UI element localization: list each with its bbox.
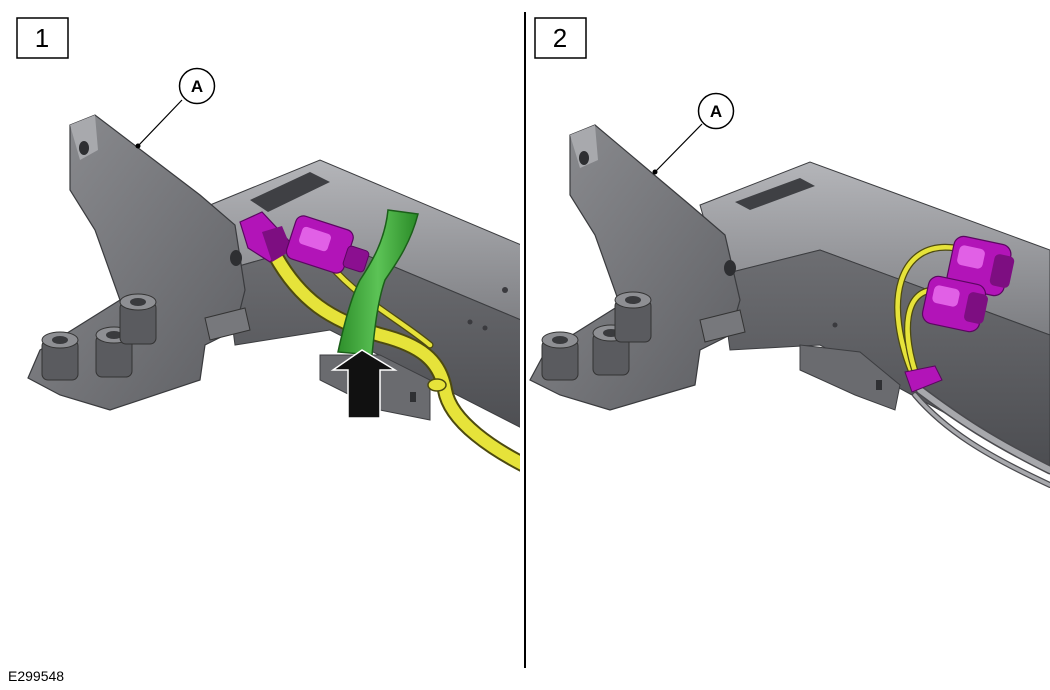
panel-2-number-box [534,17,587,59]
panel-2-gray-cable [912,385,1050,488]
panel-2-number: 2 [553,23,567,53]
panel-1-stud-1 [41,331,79,381]
panel-2-callout-a: A [652,92,735,175]
panel-2-frame-rail [699,161,1050,471]
panel-1-stud-3 [119,293,157,345]
panel-1-number-box [16,17,69,59]
panel-2-callout-label: A [710,102,722,121]
panel-2-wiring-harness [894,243,959,384]
panel-2: 2 [529,17,1050,488]
panel-1-wiring-harness [267,247,520,472]
panel-1-number: 1 [35,23,49,53]
panel-2-stud-3 [614,291,652,343]
reference-code: E299548 [8,668,65,684]
panel-1-bracket-a [27,114,251,411]
panel-1-arrow-icon [330,349,398,419]
panel-1-tape [337,209,419,356]
panel-1-callout-label: A [191,77,203,96]
panel-2-harness-clip [904,365,943,393]
panel-1-connector-1 [239,211,292,263]
panel-2-bracket-a [529,124,746,411]
panel-1-connector-2 [285,215,370,274]
panel-1: 1 [16,17,520,472]
panel-2-stud-1 [541,331,579,381]
panel-2-connector-2 [921,275,988,333]
panel-1-callout-a: A [135,67,216,149]
